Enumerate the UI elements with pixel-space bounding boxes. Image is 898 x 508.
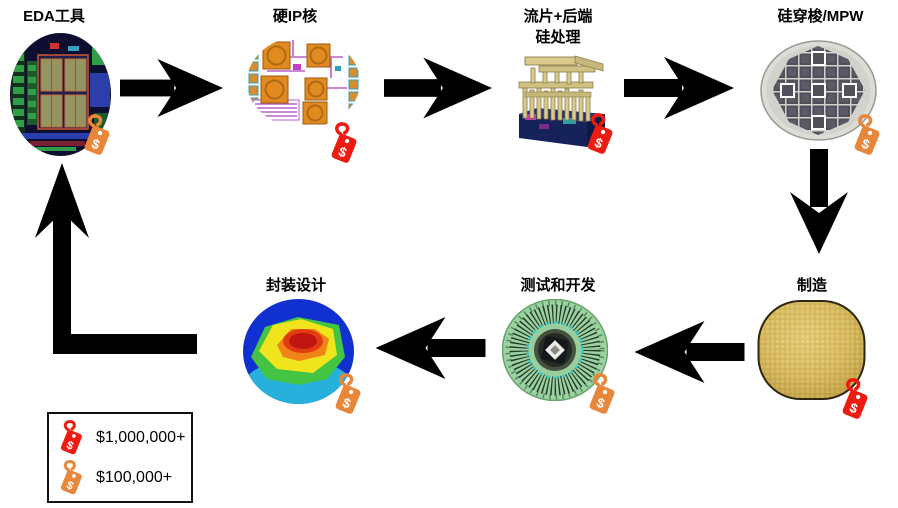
thermal-map-image — [243, 299, 354, 404]
arrow-shuttle-to-fab — [790, 149, 848, 254]
probe-card-image — [502, 299, 608, 401]
legend-label-red: $1,000,000+ — [96, 429, 186, 446]
node-label-tapeout-backend: 流片+后端 硅处理 — [523, 8, 593, 46]
price-tag-icon-tapeout: $ — [587, 113, 613, 154]
price-tag-icon-hardip: $ — [331, 122, 357, 163]
price-tag-icon-shuttle: $ — [854, 114, 880, 155]
arrow-hardip-to-tapeout — [384, 57, 492, 119]
cost-legend: $ $1,000,000+ $ $100,000+ — [47, 412, 193, 503]
price-tag-icon-package: $ — [335, 373, 361, 414]
price-tag-icon-test: $ — [589, 373, 615, 414]
hard-ip-layout-image — [247, 36, 360, 128]
arrow-test-to-package — [375, 317, 486, 379]
svg-text:$: $ — [65, 439, 76, 453]
mpw-wafer-image — [760, 40, 877, 141]
arrow-fab-to-test — [634, 321, 745, 383]
legend-label-orange: $100,000+ — [96, 469, 173, 486]
arrow-package-to-eda — [35, 163, 197, 354]
legend-row-orange: $ $100,000+ — [57, 458, 183, 498]
legend-row-red: $ $1,000,000+ — [57, 418, 186, 458]
node-label-package-design: 封装设计 — [265, 277, 326, 294]
node-label-silicon-shuttle: 硅穿梭/MPW — [777, 8, 864, 25]
eda-layout-image — [10, 33, 111, 156]
price-tag-icon-red: $ — [60, 419, 82, 455]
node-label-hard-ip-core: 硬IP核 — [272, 8, 318, 25]
backend-3d-image — [518, 55, 605, 147]
svg-text:$: $ — [65, 479, 76, 493]
node-label-fabrication: 制造 — [796, 277, 827, 294]
node-label-eda-tools: EDA工具 — [23, 8, 85, 25]
arrow-tapeout-to-shuttle — [624, 57, 734, 119]
arrow-eda-to-hardip — [120, 58, 223, 118]
node-label-test-dev: 测试和开发 — [520, 277, 596, 294]
price-tag-icon-fab: $ — [842, 378, 868, 419]
price-tag-icon-orange: $ — [60, 459, 82, 495]
gold-wafer-image — [757, 300, 866, 400]
price-tag-icon-eda: $ — [84, 114, 110, 155]
